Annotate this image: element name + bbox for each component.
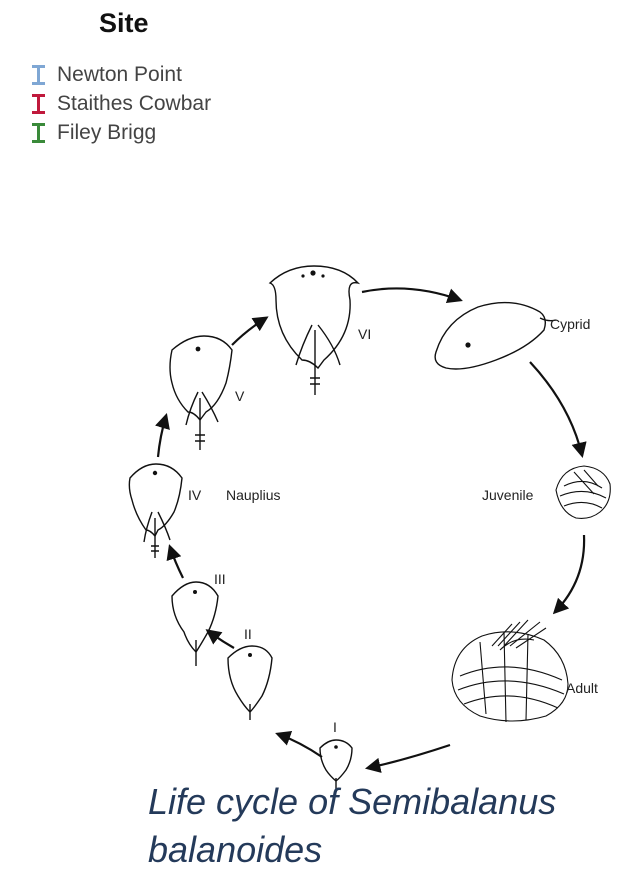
eye-spot [248,653,252,657]
arrow-iii-to-iv [170,547,183,578]
nauplius-iv [129,464,182,558]
nauplius-iii [172,582,218,666]
nauplius-v [170,336,232,450]
label-ii: II [244,626,252,642]
arrow-cyprid-to-juvenile [530,362,582,455]
eye-spot [310,270,315,275]
label-iii: III [214,571,226,587]
eye-spot [334,745,338,749]
label-i: I [333,719,337,735]
eye-spot [465,342,470,347]
cycle-arrows [158,288,584,768]
nauplius-vi [270,266,358,395]
label-cyprid: Cyprid [550,316,590,332]
arrow-adult-to-i [368,745,450,768]
figure-caption: Life cycle of Semibalanus balanoides [148,778,618,874]
arrow-iv-to-v [158,416,166,457]
label-juvenile: Juvenile [482,487,534,503]
arrow-juvenile-to-adult [555,535,584,612]
juvenile-barnacle [556,466,610,518]
label-nauplius: Nauplius [226,487,280,503]
eye-spot [153,471,157,475]
label-v: V [235,388,245,404]
label-adult: Adult [566,680,598,696]
label-iv: IV [188,487,202,503]
arrow-ii-to-iii [208,631,234,648]
cyprid [435,303,556,369]
label-vi: VI [358,326,371,342]
adult-barnacle [452,620,568,722]
eye-spot [301,274,304,277]
nauplius-ii [228,646,272,720]
eye-spot [193,590,197,594]
eye-spot [321,274,324,277]
arrow-v-to-vi [232,318,266,345]
arrow-i-to-ii [278,734,322,757]
arrow-vi-to-cyprid [362,288,460,300]
eye-spot [196,347,201,352]
